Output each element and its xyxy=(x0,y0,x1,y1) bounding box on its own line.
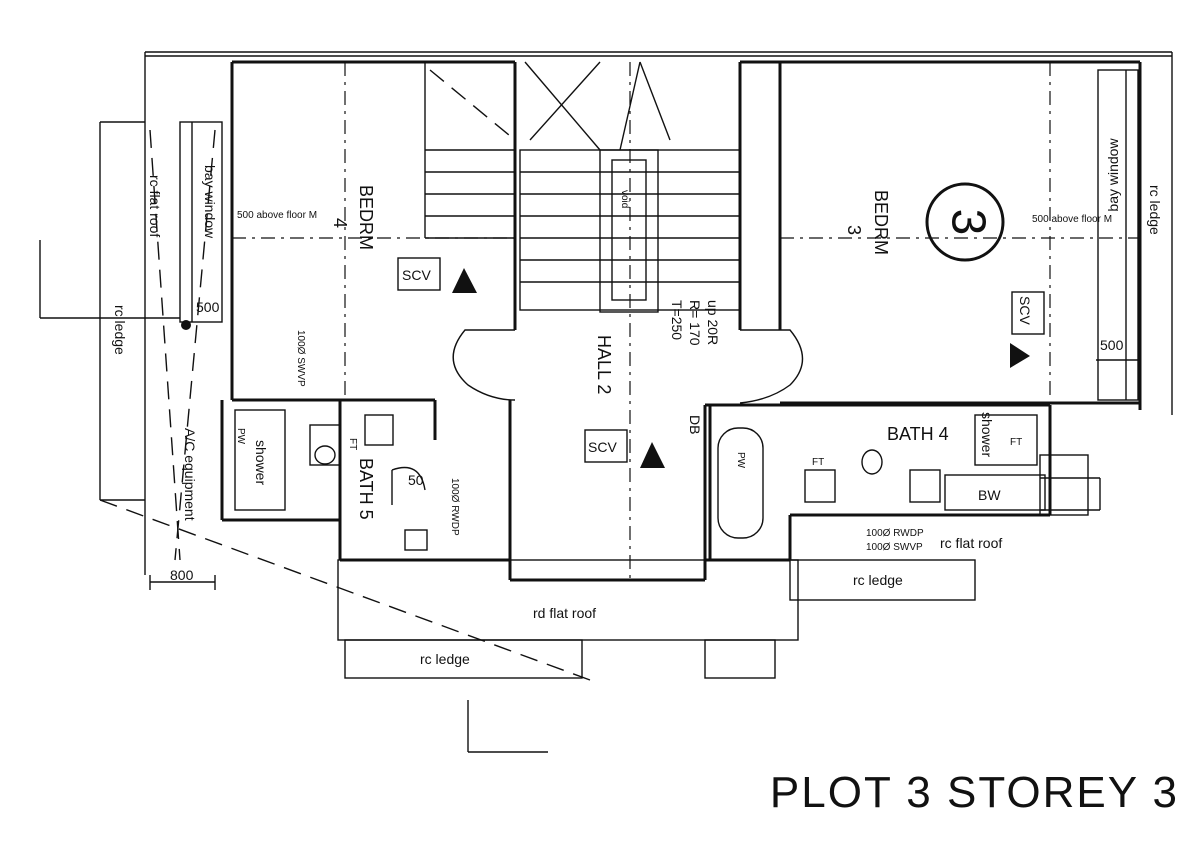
rd-flat-roof-label: rd flat roof xyxy=(533,605,596,621)
bedroom3-name: BEDRM xyxy=(871,190,891,255)
bay-window-right-label: bay window xyxy=(1105,138,1121,212)
lower-roofs xyxy=(337,454,1101,679)
bath5-pw-label: PW xyxy=(235,428,246,445)
rc-ledge-bath-label: rc ledge xyxy=(853,572,903,588)
bath4-fixtures xyxy=(717,414,1046,539)
room-labels: BEDRM 4 BEDRM 3 HALL 2 BATH 5 BATH 4 xyxy=(330,185,949,520)
scv-hall-label: SCV xyxy=(588,439,617,455)
bath4-ft2-label: FT xyxy=(812,457,824,468)
rc-flat-roof-bath-label: rc flat roof xyxy=(940,535,1002,551)
void-label: void xyxy=(619,190,630,208)
rc-ledge-left-label: rc ledge xyxy=(112,305,128,355)
external-walls xyxy=(220,60,1142,582)
dimension-texts: 500 500 800 50 xyxy=(170,299,1124,583)
internal-walls xyxy=(232,62,1050,560)
db-label: DB xyxy=(687,415,703,434)
bath4-pw-label: PW xyxy=(735,452,746,469)
scv-markers xyxy=(397,257,1045,468)
staircase xyxy=(424,61,741,313)
ac-equipment-label: A/C equipment xyxy=(182,428,198,521)
stair-note-1: up 20R xyxy=(705,300,721,345)
rwdp-bath4-label: 100Ø RWDP xyxy=(866,528,924,539)
annotations: bay window bay window rc flat roof rc le… xyxy=(112,138,1163,667)
scv-bedroom4-label: SCV xyxy=(402,267,431,283)
bath4-shower-label: shower xyxy=(979,412,995,457)
storey-marker-text: 3 xyxy=(941,209,994,236)
bath5-shower-label: shower xyxy=(253,440,269,485)
rc-ledge-bottom-label: rc ledge xyxy=(420,651,470,667)
bath5-label: BATH 5 xyxy=(356,458,376,520)
dim-800: 800 xyxy=(170,567,194,583)
rc-ledge-right-label: rc ledge xyxy=(1147,185,1163,235)
rc-flat-roof-left-label: rc flat roof xyxy=(147,175,163,237)
bay-window-right xyxy=(1097,69,1139,401)
above-floor-left-label: 500 above floor M xyxy=(237,210,317,221)
stair-note-3: T=250 xyxy=(669,300,685,340)
bath4-label: BATH 4 xyxy=(887,424,949,444)
hall-label: HALL 2 xyxy=(594,335,614,394)
swvp-bedroom4-label: 100Ø SWVP xyxy=(295,330,306,387)
bath5-fixtures xyxy=(234,409,428,551)
bedroom4-number: 4 xyxy=(330,218,350,228)
storey-marker: 3 xyxy=(925,182,1005,262)
above-floor-right-label: 500 above floor M xyxy=(1032,214,1112,225)
dim-50: 50 xyxy=(408,472,424,488)
bedroom4-name: BEDRM xyxy=(356,185,376,250)
bedroom3-number: 3 xyxy=(844,225,864,235)
scv-bedroom3-label: SCV xyxy=(1017,296,1033,325)
dimension-lines xyxy=(149,359,1140,590)
bay-window-left-label: bay window xyxy=(202,165,218,239)
stair-note-2: R= 170 xyxy=(687,300,703,346)
dim-500-right: 500 xyxy=(1100,337,1124,353)
rwdp-bath5-label: 100Ø RWDP xyxy=(449,478,460,536)
landing-curve xyxy=(452,329,804,404)
grid-lines xyxy=(99,62,1140,681)
bay-window-left xyxy=(179,121,223,330)
bath5-ft-label: FT xyxy=(347,438,358,450)
swvp-bath4-label: 100Ø SWVP xyxy=(866,542,923,553)
plan-title: PLOT 3 STOREY 3 xyxy=(769,768,1179,817)
bath4-ft-label: FT xyxy=(1010,437,1022,448)
dim-500-left: 500 xyxy=(196,299,220,315)
bw-label: BW xyxy=(978,487,1001,503)
roof-edge-lines xyxy=(39,51,1173,753)
